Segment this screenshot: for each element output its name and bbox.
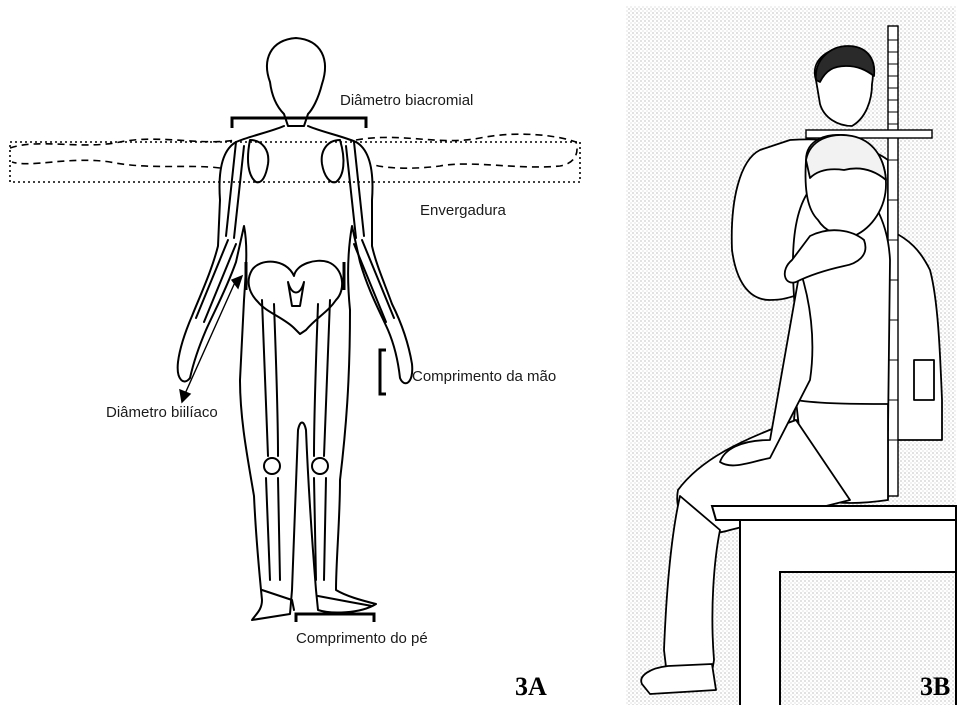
label-foot-length: Comprimento do pé — [296, 630, 428, 647]
sacrum — [288, 282, 304, 306]
hand-length-bracket — [380, 350, 386, 394]
right-tibia — [314, 478, 326, 580]
left-femur — [262, 300, 278, 456]
left-tibia — [266, 478, 280, 580]
label-biiliac-diameter: Diâmetro biilíaco — [106, 404, 218, 421]
examiner-coat-pocket — [914, 360, 934, 400]
figure-3a-skeleton-measurements: Diâmetro biacromial Envergadura Comprime… — [0, 0, 620, 705]
head-outline — [267, 38, 325, 126]
sitting-height-drawing — [620, 0, 961, 705]
right-femur — [314, 300, 330, 456]
figure-3b-sitting-height-illustration: 3B — [620, 0, 961, 705]
label-biacromial-diameter: Diâmetro biacromial — [340, 92, 473, 109]
biiliac-arrowhead-bottom — [180, 390, 190, 402]
arm-span-dotted-box — [10, 142, 580, 182]
foot-length-bracket — [296, 614, 374, 622]
left-knee — [264, 458, 280, 474]
table-top — [712, 506, 956, 520]
left-scapula — [248, 140, 268, 182]
panel-label-3b: 3B — [920, 672, 950, 702]
panel-label-3a: 3A — [515, 672, 547, 702]
left-humerus — [226, 142, 244, 238]
right-knee — [312, 458, 328, 474]
label-hand-length: Comprimento da mão — [412, 368, 556, 385]
right-scapula — [322, 140, 344, 182]
arm-span-dashed-arms — [10, 134, 577, 168]
body-outline — [178, 126, 413, 620]
skeleton-diagram — [0, 0, 620, 705]
left-foot-bones — [262, 590, 294, 610]
right-humerus — [346, 142, 364, 238]
biiliac-pointer-line — [184, 280, 236, 396]
label-arm-span: Envergadura — [420, 202, 506, 219]
